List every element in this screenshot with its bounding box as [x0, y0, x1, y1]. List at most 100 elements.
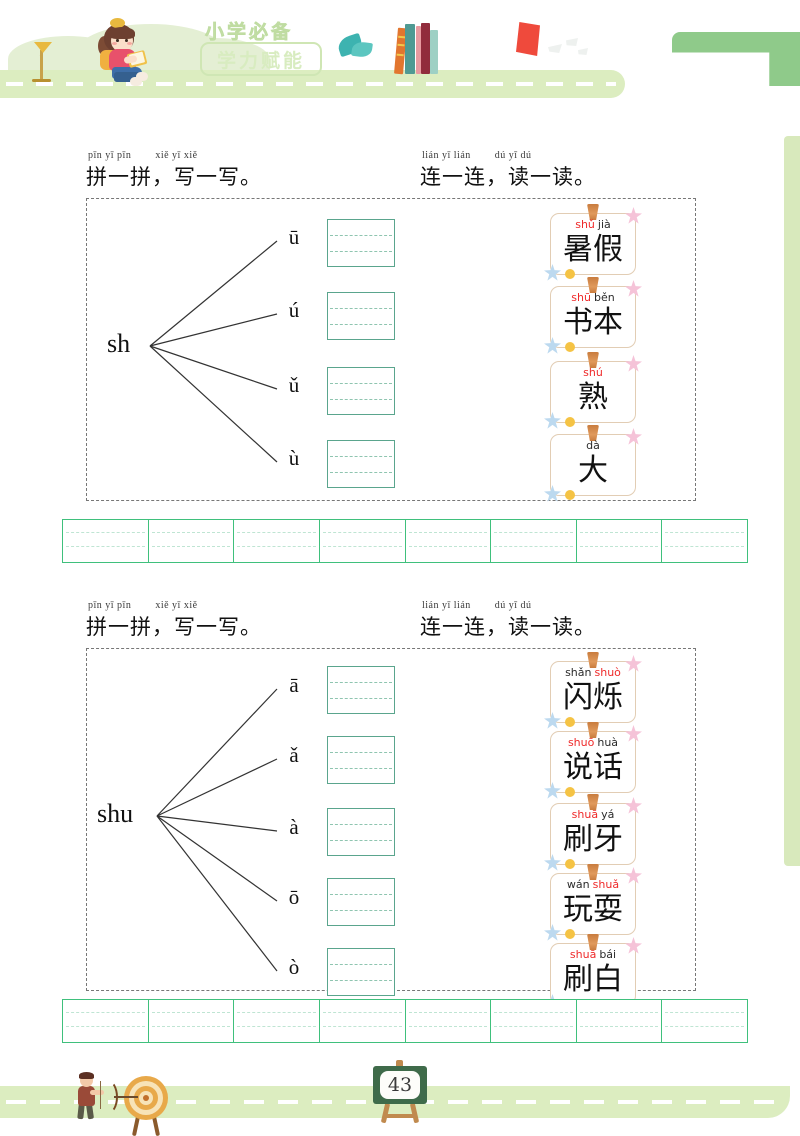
exercise-section-1: pīn yī pīn xiě yī xiě 拼一拼，写一写。 lián yī l… [0, 150, 800, 502]
practice-cell[interactable] [662, 520, 747, 562]
practice-cell[interactable] [234, 1000, 320, 1042]
card-pinyin-first: shú [583, 366, 603, 379]
write-box[interactable] [327, 948, 395, 996]
base-syllable: shu [97, 799, 134, 828]
write-box[interactable] [327, 367, 395, 415]
yellow-dot-icon [565, 717, 575, 727]
yellow-dot-icon [565, 269, 575, 279]
write-box[interactable] [327, 292, 395, 340]
practice-strip-1[interactable] [62, 519, 748, 563]
page-footer: 43 [0, 1050, 800, 1136]
brand-title-badge-label: 学力赋能 [216, 49, 305, 72]
write-box[interactable] [327, 666, 395, 714]
pinyin-b: dú yī dú [494, 150, 532, 161]
page-number: 43 [387, 1074, 413, 1096]
heading-lian-du: lián yī lián dú yī dú 连一连，读一读。 [420, 600, 596, 640]
practice-cell[interactable] [149, 1000, 235, 1042]
card-clip-icon [587, 204, 599, 220]
word-card[interactable]: shú 熟 [544, 352, 642, 429]
practice-cell[interactable] [491, 1000, 577, 1042]
card-clip-icon [587, 864, 599, 880]
card-pinyin: dà [551, 439, 635, 452]
final-syllable: ú [288, 298, 300, 322]
heading-text: 连一连，读一读。 [420, 615, 596, 639]
heading-text: 拼一拼，写一写。 [86, 615, 262, 639]
final-syllable: ù [288, 446, 300, 470]
card-pinyin-first: dà [586, 439, 600, 452]
yellow-dot-icon [565, 490, 575, 500]
heading-pin-xie: pīn yī pīn xiě yī xiě 拼一拼，写一写。 [86, 150, 262, 190]
card-hanzi: 闪烁 [563, 680, 623, 715]
heading-pinyin: pīn yī pīn xiě yī xiě [88, 150, 262, 164]
card-hanzi: 熟 [578, 380, 608, 415]
archer-icon [72, 1072, 118, 1120]
heading-lian-du: lián yī lián dú yī dú 连一连，读一读。 [420, 150, 596, 190]
practice-strip-2[interactable] [62, 999, 748, 1043]
write-box[interactable] [327, 808, 395, 856]
yellow-dot-icon [565, 417, 575, 427]
card-clip-icon [587, 352, 599, 368]
practice-cell[interactable] [234, 520, 320, 562]
heading-text: 连一连，读一读。 [420, 165, 596, 189]
practice-cell[interactable] [63, 1000, 149, 1042]
base-syllable: sh [107, 329, 131, 358]
practice-cell[interactable] [662, 1000, 747, 1042]
practice-cell[interactable] [491, 520, 577, 562]
yellow-dot-icon [565, 342, 575, 352]
card-pinyin-second: shuò [594, 666, 621, 679]
practice-cell[interactable] [320, 1000, 406, 1042]
heading-pin-xie: pīn yī pīn xiě yī xiě 拼一拼，写一写。 [86, 600, 262, 640]
final-syllable: à [289, 815, 299, 839]
practice-cell[interactable] [63, 520, 149, 562]
card-clip-icon [587, 934, 599, 950]
practice-cell[interactable] [320, 520, 406, 562]
yellow-dot-icon [565, 929, 575, 939]
card-clip-icon [587, 794, 599, 810]
red-page-icon [516, 22, 540, 56]
brand-title-top: 小学必备 [205, 21, 294, 44]
heading-text: 拼一拼，写一写。 [86, 165, 262, 189]
section-2-headings: pīn yī pīn xiě yī xiě 拼一拼，写一写。 lián yī l… [0, 600, 800, 646]
practice-cell[interactable] [577, 1000, 663, 1042]
card-pinyin-second: yá [601, 808, 615, 821]
card-pinyin-first: shuā [571, 808, 599, 821]
word-card[interactable]: dà 大 [544, 425, 642, 502]
write-box[interactable] [327, 440, 395, 488]
final-syllable: ǎ [289, 743, 299, 767]
card-pinyin-first: wán [566, 878, 590, 891]
card-clip-icon [587, 425, 599, 441]
write-box[interactable] [327, 736, 395, 784]
book-stack-icon [394, 22, 440, 75]
card-hanzi: 书本 [563, 305, 623, 340]
practice-cell[interactable] [406, 520, 492, 562]
paper-icon [578, 48, 588, 55]
card-pinyin-first: shǎn [565, 666, 592, 679]
card-pinyin-second: shuǎ [592, 878, 620, 891]
practice-cell[interactable] [149, 520, 235, 562]
pinyin-a: lián yī lián [422, 600, 471, 611]
card-pinyin-second: bái [599, 948, 617, 961]
final-syllable: ā [289, 673, 299, 697]
pinyin-b: xiě yī xiě [155, 600, 198, 611]
practice-cell[interactable] [577, 520, 663, 562]
card-hanzi: 大 [578, 453, 608, 488]
practice-cell[interactable] [406, 1000, 492, 1042]
write-box[interactable] [327, 219, 395, 267]
paper-icon [566, 38, 578, 46]
easel-blackboard-icon: 43 [370, 1060, 430, 1124]
write-box[interactable] [327, 878, 395, 926]
fan-connector-lines [156, 688, 278, 972]
